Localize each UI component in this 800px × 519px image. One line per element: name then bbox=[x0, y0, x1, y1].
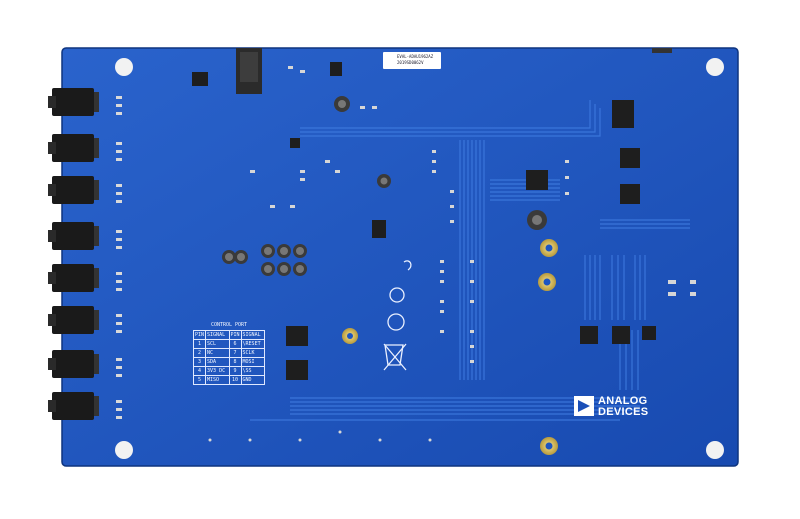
table-cell: NC bbox=[205, 348, 230, 358]
table-cell: GND bbox=[240, 375, 266, 385]
table-header: PIN bbox=[192, 330, 207, 340]
table-cell: 4 bbox=[192, 366, 207, 376]
table-cell: 10 bbox=[228, 375, 242, 385]
smd-parts bbox=[250, 66, 696, 363]
table-cell: \RESET bbox=[240, 339, 266, 349]
table-row: PIN SIGNAL PIN SIGNAL bbox=[192, 330, 266, 340]
capacitors bbox=[222, 96, 547, 276]
table-row: 1 SCL 6 \RESET bbox=[192, 339, 266, 349]
sticker-line-1: EVAL-ADAU1962AZ bbox=[397, 54, 434, 59]
table-cell: 6 bbox=[228, 339, 242, 349]
table-cell: SDA bbox=[205, 357, 230, 367]
serial-sticker: EVAL-ADAU1962AZ 2019SD0062V bbox=[383, 52, 441, 69]
table-cell: SCL bbox=[205, 339, 230, 349]
table-cell: MISO bbox=[205, 375, 230, 385]
table-cell: MOSI bbox=[240, 357, 266, 367]
table-cell: \SS bbox=[240, 366, 266, 376]
control-port-table: CONTROL PORT PIN SIGNAL PIN SIGNAL 1 SCL… bbox=[192, 321, 266, 385]
sticker-line-2: 2019SD0062V bbox=[397, 60, 424, 65]
table-cell: 3V3 DC bbox=[205, 366, 230, 376]
table-row: 5 MISO 10 GND bbox=[192, 375, 266, 385]
table-cell: 1 bbox=[192, 339, 207, 349]
table-row: 2 NC 7 SCLK bbox=[192, 348, 266, 358]
table-row: 4 3V3 DC 9 \SS bbox=[192, 366, 266, 376]
analog-devices-logo: ANALOG DEVICES bbox=[574, 393, 649, 421]
table-header: PIN bbox=[228, 330, 242, 340]
table-cell: SCLK bbox=[240, 348, 266, 358]
ic-chips bbox=[192, 62, 656, 380]
table-header: SIGNAL bbox=[240, 330, 266, 340]
gold-pads bbox=[342, 239, 558, 455]
table-row: 3 SDA 8 MOSI bbox=[192, 357, 266, 367]
table-cell: 5 bbox=[192, 375, 207, 385]
table-cell: 7 bbox=[228, 348, 242, 358]
logo-line-1: ANALOG bbox=[598, 395, 648, 407]
resistor-pads bbox=[116, 96, 122, 419]
audio-jacks bbox=[48, 88, 99, 420]
control-port-title: CONTROL PORT bbox=[210, 322, 248, 328]
table-header: SIGNAL bbox=[205, 330, 230, 340]
mounting-holes bbox=[115, 58, 724, 459]
table-cell: 2 bbox=[192, 348, 207, 358]
table-cell: 8 bbox=[228, 357, 242, 367]
logo-triangle-icon bbox=[574, 396, 594, 416]
table-cell: 3 bbox=[192, 357, 207, 367]
table-cell: 9 bbox=[228, 366, 242, 376]
logo-line-2: DEVICES bbox=[598, 406, 649, 418]
compliance-marks bbox=[383, 260, 412, 371]
